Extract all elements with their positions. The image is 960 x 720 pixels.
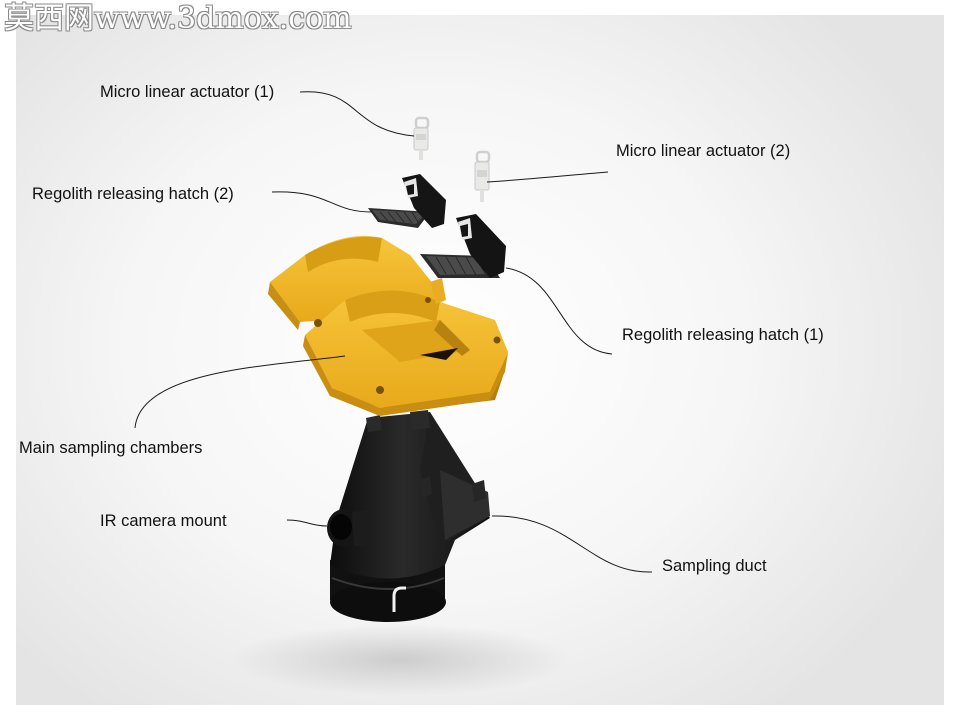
label-regolith-releasing-hatch-2: Regolith releasing hatch (2) xyxy=(32,185,234,203)
label-regolith-releasing-hatch-1: Regolith releasing hatch (1) xyxy=(622,326,824,344)
label-ir-camera-mount: IR camera mount xyxy=(100,512,227,530)
floor-shadow xyxy=(230,624,570,696)
label-micro-linear-actuator-1: Micro linear actuator (1) xyxy=(100,83,275,101)
label-micro-linear-actuator-2: Micro linear actuator (2) xyxy=(616,142,791,160)
sampling-duct-part xyxy=(327,410,490,622)
label-main-sampling-chambers: Main sampling chambers xyxy=(19,439,203,457)
leader-chambers xyxy=(134,355,346,429)
leader-actuator-1 xyxy=(299,91,415,137)
main-sampling-chambers-part xyxy=(268,236,508,416)
regolith-releasing-hatch-2-part xyxy=(368,174,446,228)
micro-linear-actuator-2-part xyxy=(474,150,491,202)
leader-ir-mount xyxy=(286,519,328,527)
leader-actuator-2 xyxy=(486,171,609,183)
leader-duct xyxy=(491,515,653,573)
regolith-releasing-hatch-1-part xyxy=(420,214,506,278)
label-sampling-duct: Sampling duct xyxy=(662,557,767,575)
leader-hatch-2 xyxy=(271,191,373,213)
watermark-text: 莫西网www.3dmox.com xyxy=(4,1,352,36)
leader-hatch-1 xyxy=(505,267,613,355)
micro-linear-actuator-1-part xyxy=(413,116,430,160)
